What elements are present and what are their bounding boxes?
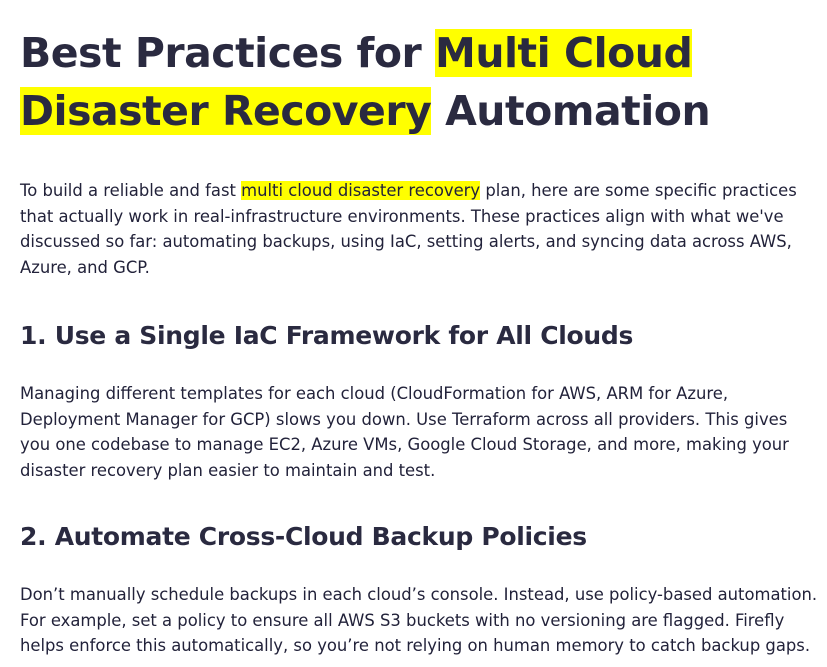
intro-paragraph: To build a reliable and fast multi cloud… — [20, 178, 820, 280]
section-heading-1: 1. Use a Single IaC Framework for All Cl… — [20, 321, 634, 350]
title-part1: Best Practices for — [20, 29, 436, 77]
intro-highlight: multi cloud disaster recovery — [241, 181, 481, 200]
title-highlight-1: Multi Cloud — [435, 29, 693, 77]
intro-after: plan, here are some specific practices t… — [20, 181, 797, 277]
section-body-2: Don’t manually schedule backups in each … — [20, 585, 818, 655]
title-highlight-2: Disaster Recovery — [20, 87, 432, 135]
title-part3: Automation — [431, 87, 711, 135]
intro-before: To build a reliable and fast — [20, 181, 242, 200]
section-body-1: Managing different templates for each cl… — [20, 384, 789, 480]
section-heading-2: 2. Automate Cross-Cloud Backup Policies — [20, 522, 587, 551]
